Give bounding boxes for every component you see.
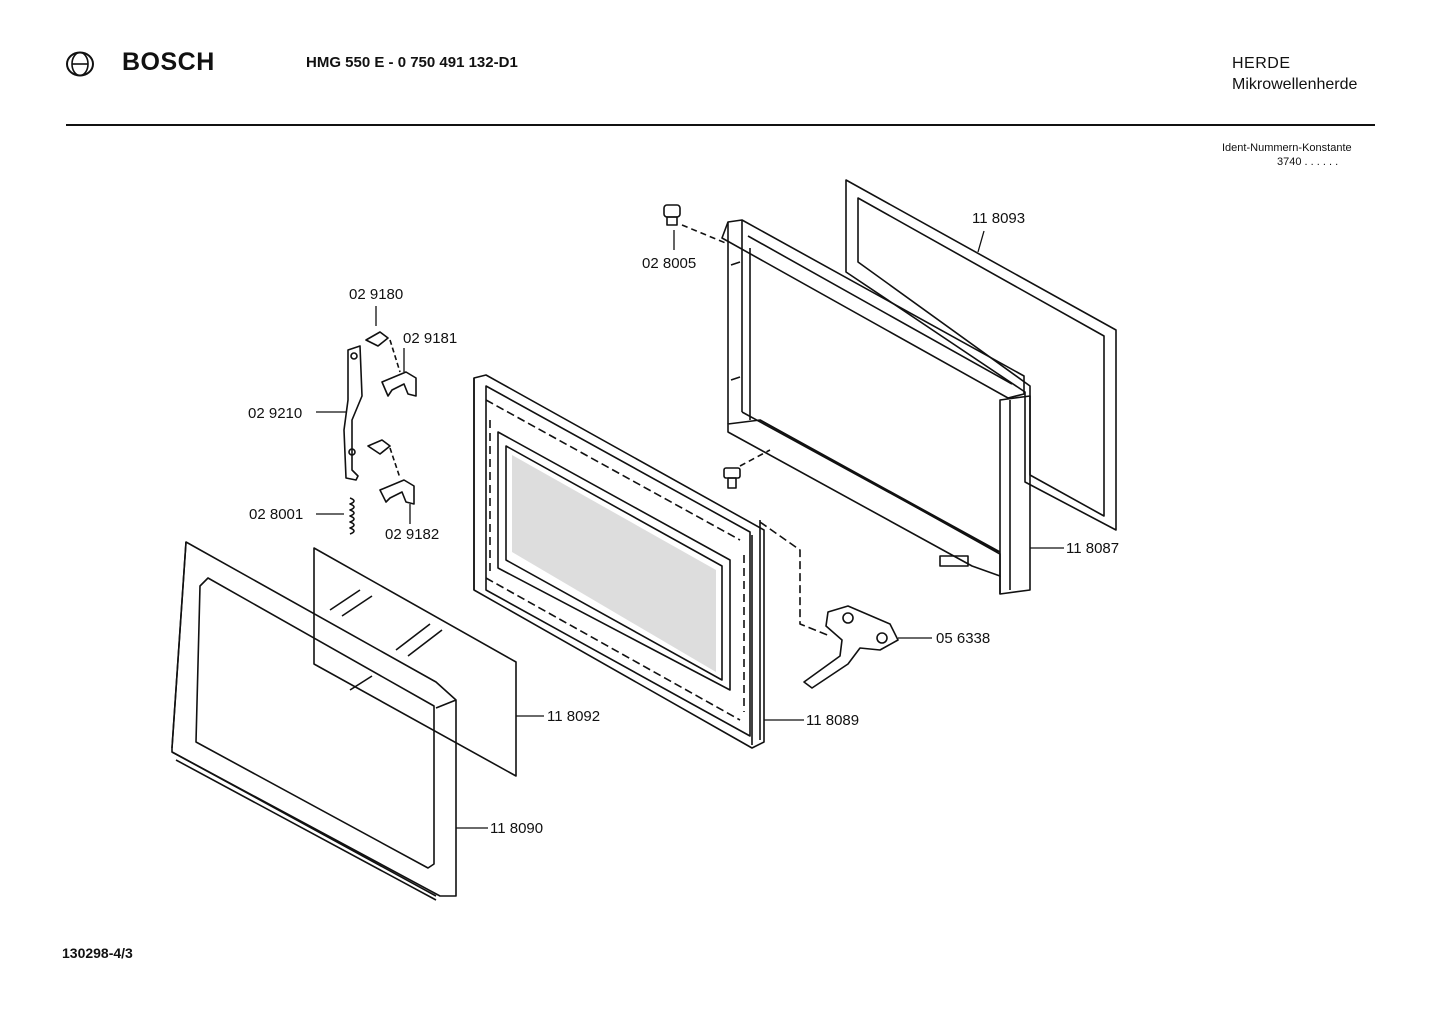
part-label-028001: 02 8001 xyxy=(249,506,304,523)
category: HERDE xyxy=(1232,55,1291,72)
bosch-logo-icon xyxy=(66,51,94,77)
latch-hook-lower xyxy=(379,479,415,505)
part-label-118093: 11 8093 xyxy=(972,210,1026,227)
hinge-bracket xyxy=(803,605,899,689)
ident-label: Ident-Nummern-Konstante xyxy=(1222,142,1352,154)
part-label-028005: 02 8005 xyxy=(642,255,697,272)
front-door-frame xyxy=(171,541,457,901)
door-latch-lever xyxy=(343,331,401,481)
ident-value: 3740 . . . . . . xyxy=(1277,156,1339,168)
model-number: HMG 550 E - 0 750 491 132-D1 xyxy=(306,54,518,71)
screw-top xyxy=(663,204,729,245)
leader-lines xyxy=(316,230,1064,829)
part-label-029180: 02 9180 xyxy=(349,286,404,303)
subcategory: Mikrowellenherde xyxy=(1232,76,1358,93)
part-label-118092: 11 8092 xyxy=(547,708,601,725)
drawing-code: 130298-4/3 xyxy=(62,945,133,961)
part-label-029181: 02 9181 xyxy=(403,330,458,347)
part-label-029210: 02 9210 xyxy=(248,405,303,422)
screw-lower xyxy=(723,449,771,489)
hinge-guide-line xyxy=(759,521,831,637)
inner-door-panel xyxy=(473,374,765,749)
outer-door-frame-gasket xyxy=(845,179,1117,531)
part-label-118090: 11 8090 xyxy=(490,820,544,837)
latch-hook-upper xyxy=(381,371,417,397)
glass-pane xyxy=(313,547,517,777)
spring xyxy=(349,497,355,535)
part-label-118089: 11 8089 xyxy=(806,712,860,729)
door-housing-frame xyxy=(721,219,1031,595)
brand-name: BOSCH xyxy=(122,48,215,76)
header-divider xyxy=(66,124,1375,126)
mesh-window xyxy=(512,455,716,672)
part-label-029182: 02 9182 xyxy=(385,526,440,543)
part-label-056338: 05 6338 xyxy=(936,630,991,647)
part-label-118087: 11 8087 xyxy=(1066,540,1120,557)
